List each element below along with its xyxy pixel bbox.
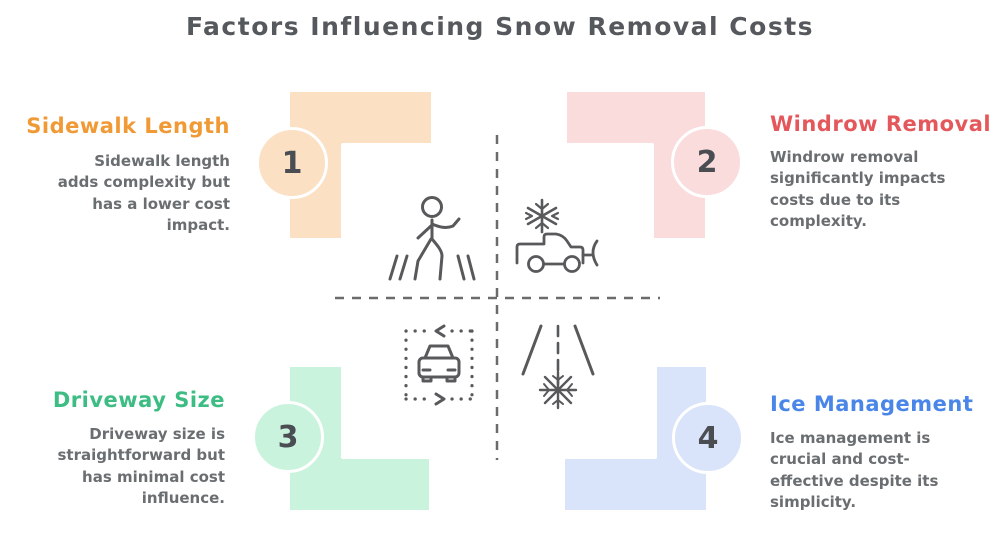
step-circle-1: 1 [256,127,328,199]
step-circle-4: 4 [672,402,744,474]
step-number-1: 1 [281,145,303,181]
icy-road-snowflake-icon [521,324,595,410]
car-driveway-icon [404,324,474,406]
page-title: Factors Influencing Snow Removal Costs [185,12,815,41]
factor-title-driveway-size: Driveway Size [52,388,225,412]
pedestrian-crosswalk-icon [388,196,476,281]
factor-description-windrow-removal: Windrow removal significantly impacts co… [770,148,946,231]
block-shape-4 [561,363,710,514]
step-number-4: 4 [697,420,719,456]
block-shape-2 [563,88,709,242]
snowplow-truck-icon [515,198,599,273]
step-number-3: 3 [277,419,299,455]
factor-description-driveway-size: Driveway size is straightforward but has… [57,425,226,508]
factor-description-ice-management: Ice management is crucial and cost-effec… [770,429,939,512]
step-number-2: 2 [696,144,718,180]
step-circle-3: 3 [252,401,324,473]
factor-title-sidewalk-length: Sidewalk Length [26,114,230,138]
step-circle-2: 2 [671,126,743,198]
factor-title-windrow-removal: Windrow Removal [770,112,992,136]
block-shape-1 [286,88,435,242]
factor-title-ice-management: Ice Management [770,392,974,416]
factor-description-sidewalk-length: Sidewalk length adds complexity but has … [57,152,230,235]
block-shape-3 [286,363,433,514]
